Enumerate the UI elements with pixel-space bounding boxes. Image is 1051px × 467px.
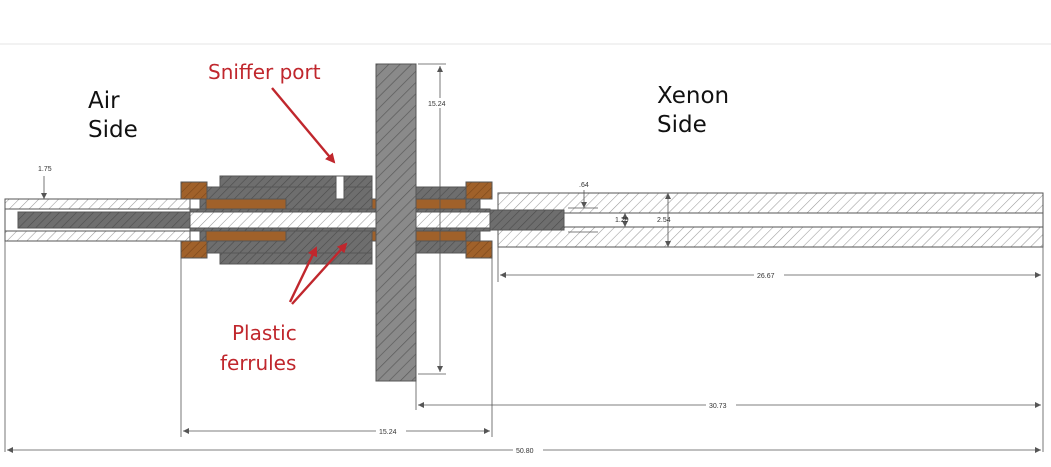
dim-total-length: 50.80 [516, 448, 534, 455]
dim-flange-to-end: 30.73 [709, 403, 727, 410]
dimension-lines [4, 63, 1044, 453]
xenon-tube [497, 192, 1044, 248]
label-plastic-1: Plastic [232, 321, 297, 345]
plastic-ferrules [205, 198, 467, 242]
flange-plate [375, 63, 417, 382]
label-sniffer-port: Sniffer port [208, 60, 321, 84]
label-plastic-2: ferrules [220, 351, 296, 375]
sniffer-port-hole [335, 175, 345, 200]
label-air-side-1: Air [88, 88, 120, 114]
dim-fitting-length: 15.24 [379, 429, 397, 436]
brass-nuts [180, 181, 493, 259]
label-xenon-side-2: Side [657, 112, 707, 138]
label-air-side-2: Side [88, 117, 138, 143]
dim-tube-od-small: 1.75 [38, 166, 52, 173]
dim-xenon-tube-length: 26.67 [757, 273, 775, 280]
air-tube [4, 198, 191, 242]
dim-inner-dia: 1.29 [615, 217, 629, 224]
dim-outer-dia: 2.54 [657, 217, 671, 224]
label-xenon-side-1: Xenon [657, 83, 729, 109]
dim-flange-height: 15.24 [428, 101, 446, 108]
dim-gap: .64 [579, 182, 589, 189]
annotation-arrows [271, 87, 348, 305]
